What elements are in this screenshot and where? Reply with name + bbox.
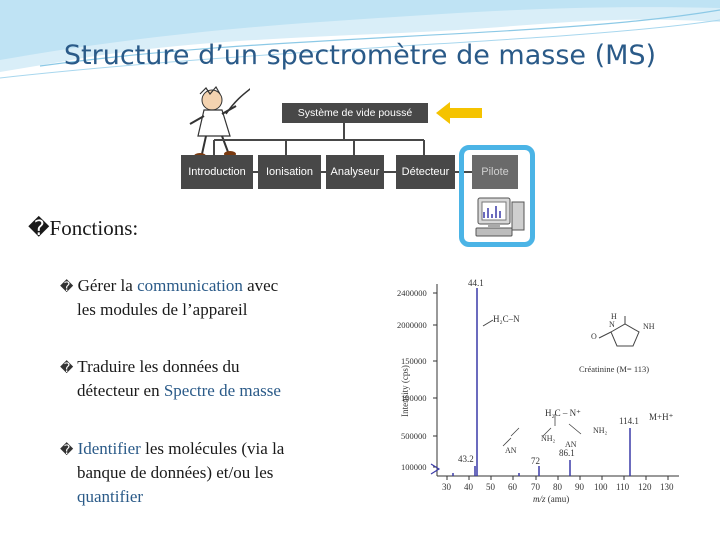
x-axis-label-mz: m/z	[533, 494, 546, 504]
analyseur-box: Analyseur	[326, 155, 384, 189]
bullet-2-line-1: � Traduire les données du	[60, 357, 240, 377]
x-tick-label: 110	[616, 482, 630, 492]
atom-label-o: O	[591, 332, 597, 341]
bullet-icon: �	[60, 280, 74, 295]
x-tick-label: 80	[553, 482, 562, 492]
creatinine-label: Créatinine (M= 113)	[579, 364, 650, 374]
detecteur-box: Détecteur	[396, 155, 455, 189]
fragment-an-b: AN	[565, 440, 577, 449]
mass-spectrum-figure: Intensity (cps) 2400000 2000000 150000 1…	[393, 276, 683, 506]
slide-title: Structure d’un spectromètre de masse (MS…	[63, 40, 657, 71]
x-tick-label: 90	[575, 482, 584, 492]
x-axis-label-unit: (amu)	[545, 494, 570, 504]
x-tick-label: 50	[486, 482, 495, 492]
bullet-3-text: les molécules (via la	[140, 439, 285, 458]
pilot-highlight-frame	[459, 145, 535, 247]
bullet-3-line-2: banque de données) et/ou les	[77, 463, 274, 482]
scientist-icon	[189, 85, 250, 159]
fragment-nh2-b: NH₂	[593, 426, 608, 435]
bullet-2-highlight: Spectre de masse	[163, 381, 281, 400]
atom-label-nh: NH	[643, 322, 655, 331]
y-tick-label: 2400000	[397, 288, 427, 298]
diagram-connectors	[213, 123, 472, 173]
x-tick-label: 40	[464, 482, 473, 492]
y-tick-label: 2000000	[397, 320, 427, 330]
x-axis-label: m/z (amu)	[533, 494, 569, 504]
vacuum-system-box: Système de vide poussé	[282, 103, 428, 123]
bullet-icon: �	[60, 361, 74, 376]
bullet-1-text: Gérer la	[77, 276, 138, 295]
header-wave-decoration	[0, 0, 720, 79]
peak-label: 86.1	[559, 448, 575, 458]
y-tick-label: 500000	[401, 431, 427, 441]
bullet-1-line-2: les modules de l’appareil	[77, 300, 248, 319]
fonctions-label: Fonctions:	[49, 216, 139, 240]
peak-label: 72	[531, 456, 540, 466]
computer-icon	[475, 197, 525, 237]
x-tick-label: 60	[508, 482, 517, 492]
ionisation-box: Ionisation	[258, 155, 321, 189]
y-tick-label: 100000	[401, 393, 427, 403]
fonctions-bullet-icon: �	[28, 216, 50, 240]
arrow-left-icon	[436, 102, 482, 124]
x-tick-label: 120	[638, 482, 652, 492]
x-tick-label: 70	[531, 482, 540, 492]
x-tick-label: 130	[660, 482, 674, 492]
introduction-box: Introduction	[181, 155, 253, 189]
bullet-3-line-3: quantifier	[77, 487, 144, 506]
peak-label: 44.1	[468, 278, 484, 288]
ms-structure-diagram: Système de vide poussé Introduction Ioni…	[172, 82, 544, 250]
bullet-3-line-1: � Identifier les molécules (via la	[60, 439, 284, 459]
atom-label-h: H	[611, 312, 617, 321]
fragment-an-a: AN	[505, 446, 517, 455]
fragment-nh2-a: NH₂	[541, 434, 556, 443]
bullet-1-text-after: avec	[242, 276, 279, 295]
bullet-1-highlight: communication	[137, 276, 243, 295]
peak-label: 43.2	[458, 454, 474, 464]
bullet-icon: �	[60, 443, 74, 458]
fragment-h2cn: H₂C–N	[493, 314, 520, 324]
pilote-box: Pilote	[472, 155, 518, 189]
peak-label: 114.1	[619, 416, 639, 426]
y-tick-label: 100000	[401, 462, 427, 472]
bullet-3-highlight: Identifier	[77, 439, 141, 458]
bullet-2-text-2: détecteur en	[77, 381, 164, 400]
x-tick-label: 100	[594, 482, 608, 492]
bullet-1-line-1: � Gérer la communication avec	[60, 276, 278, 296]
bullet-2-line-2: détecteur en Spectre de masse	[77, 381, 281, 401]
bullet-2-text: Traduire les données du	[77, 357, 240, 376]
fonctions-heading: �Fonctions:	[28, 216, 138, 241]
y-tick-label: 150000	[401, 356, 427, 366]
spectrum-plot	[430, 284, 679, 480]
fragment-h2c-n: H₂C – N⁺	[545, 408, 581, 418]
molecular-ion-label: M+H⁺	[649, 412, 674, 422]
x-tick-label: 30	[442, 482, 451, 492]
atom-label-n: N	[609, 320, 615, 329]
